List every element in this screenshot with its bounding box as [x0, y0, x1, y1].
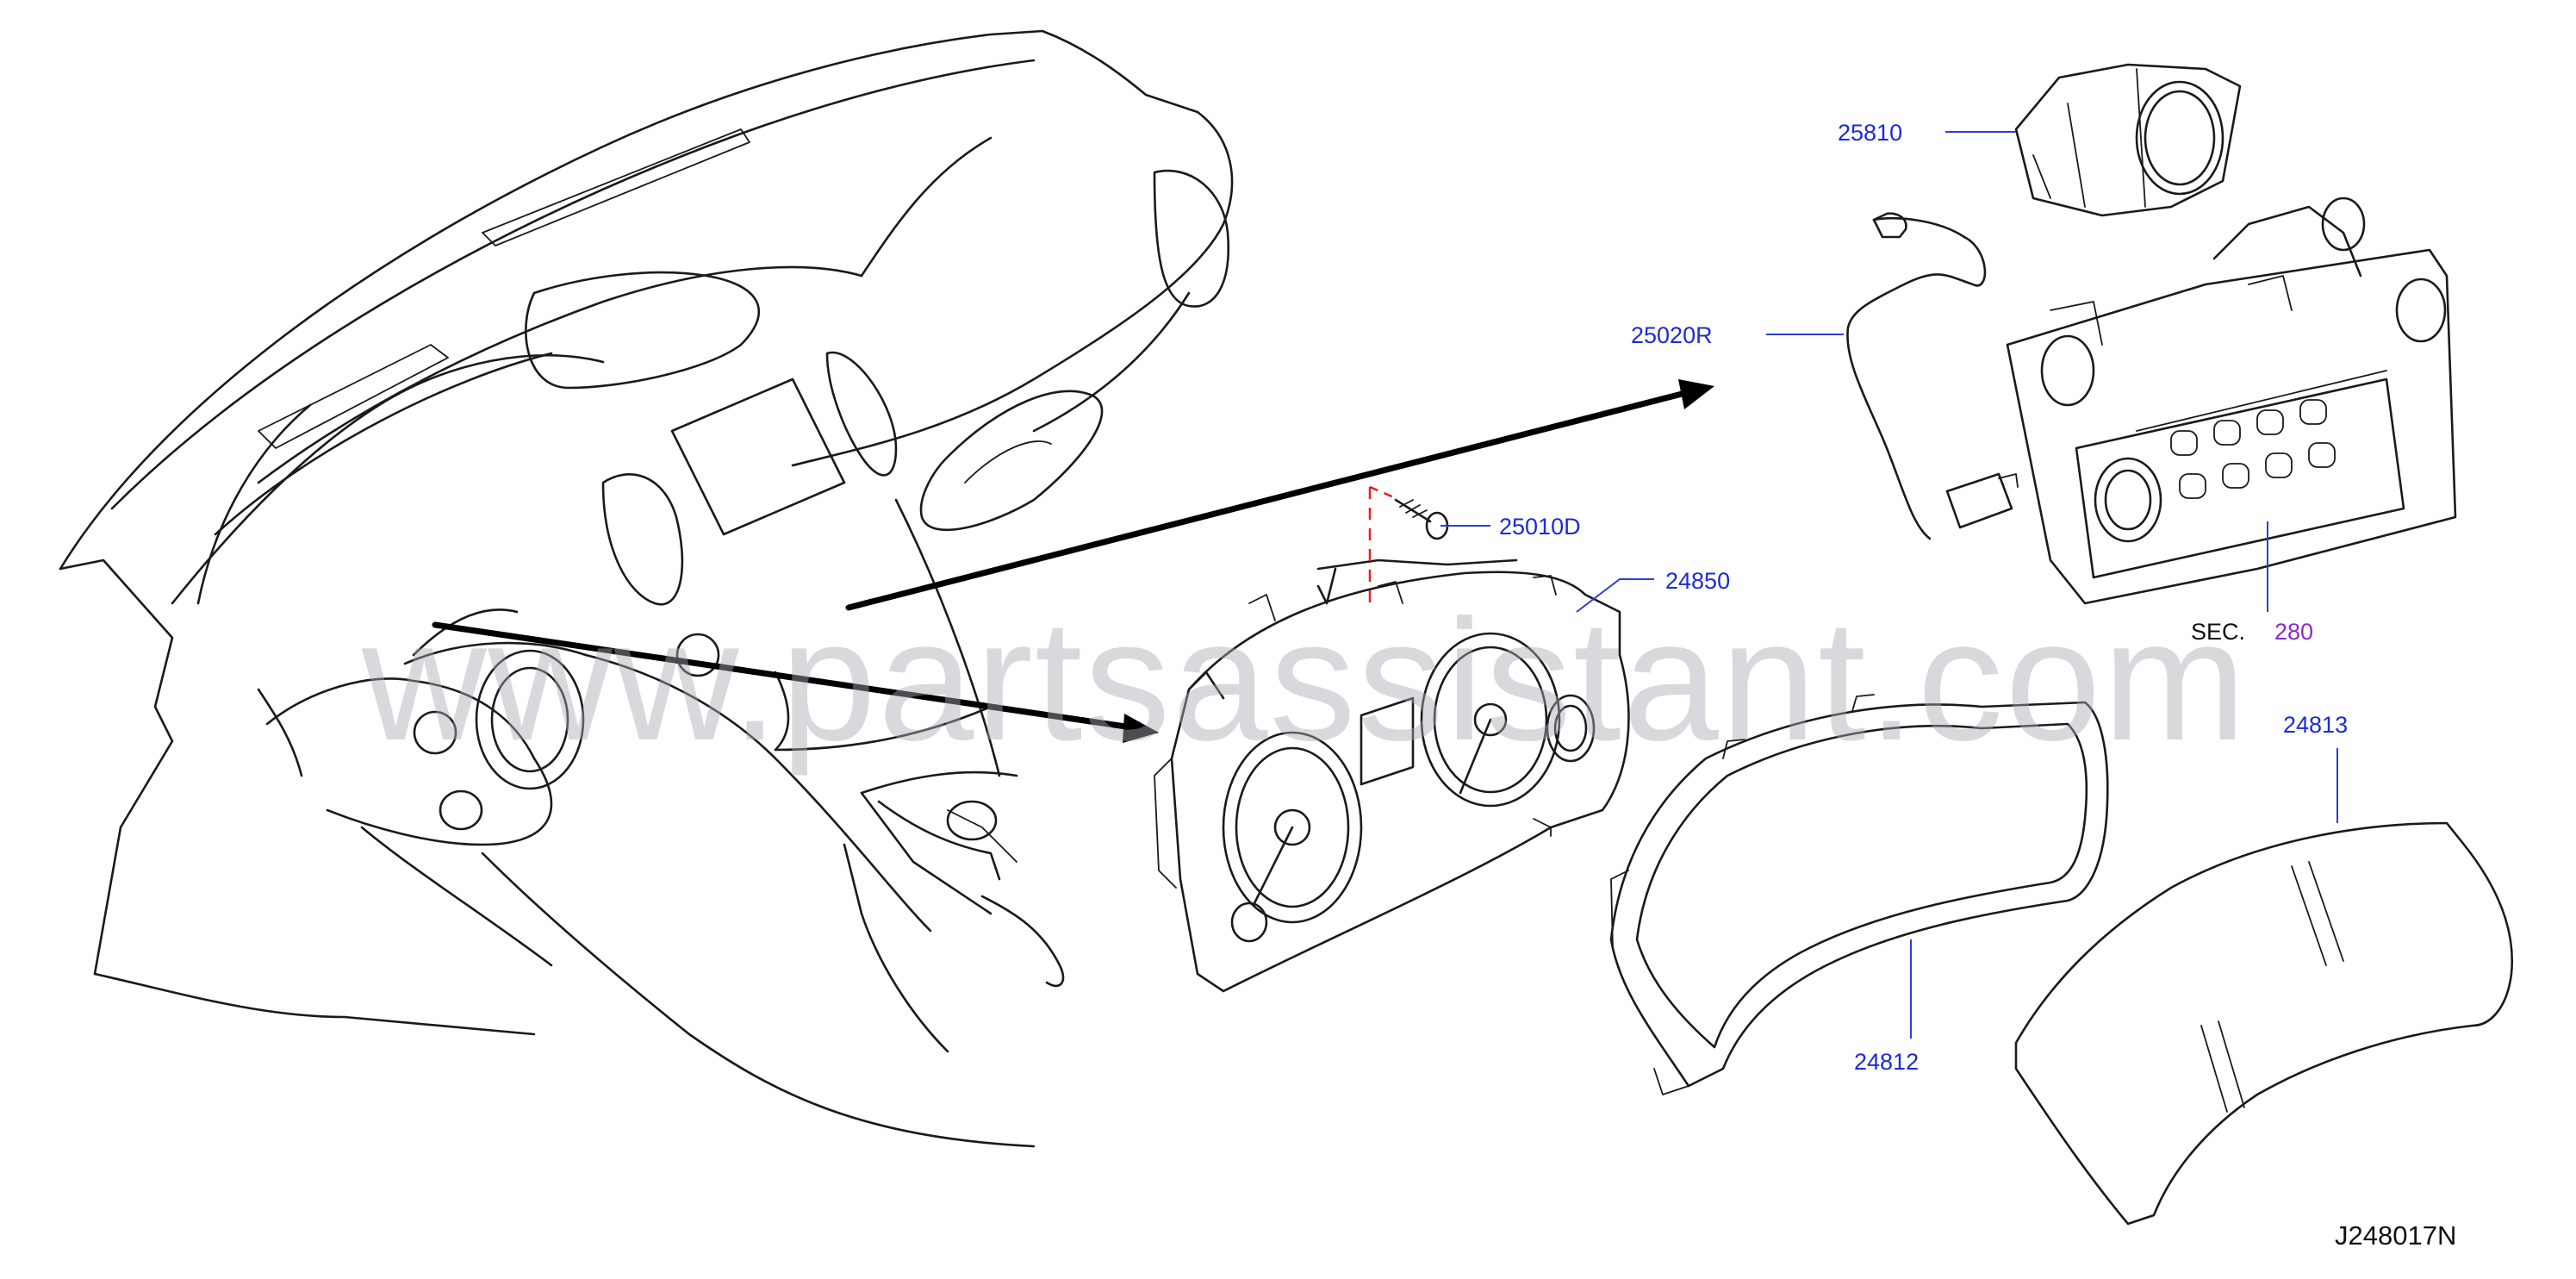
pointer-arrows	[432, 379, 1714, 743]
diagram-code: J248017N	[2335, 1220, 2457, 1251]
av-control-panel	[2006, 197, 2457, 605]
callout-25810[interactable]: 25810	[1838, 120, 1903, 146]
screw-25010d	[1368, 485, 1449, 603]
leader-lines	[1440, 131, 2338, 1039]
dashboard-drawing	[59, 29, 1234, 1148]
combination-meter-assembly	[1154, 558, 1630, 993]
section-ref-number[interactable]: 280	[2274, 619, 2314, 645]
meter-housing-24812	[1609, 694, 2109, 1095]
harness-25020r	[1846, 212, 2019, 540]
watermark-text: www.partsassistant.com	[362, 584, 2249, 777]
callout-25020r[interactable]: 25020R	[1631, 322, 1713, 348]
callout-24850[interactable]: 24850	[1665, 568, 1731, 594]
section-ref-label: SEC.	[2191, 619, 2246, 645]
callout-24813[interactable]: 24813	[2283, 712, 2349, 738]
callout-24812[interactable]: 24812	[1854, 1049, 1920, 1075]
part-25810-unit	[2014, 63, 2242, 217]
callout-25010d[interactable]: 25010D	[1499, 514, 1581, 540]
meter-lens-24813	[2014, 821, 2514, 1226]
